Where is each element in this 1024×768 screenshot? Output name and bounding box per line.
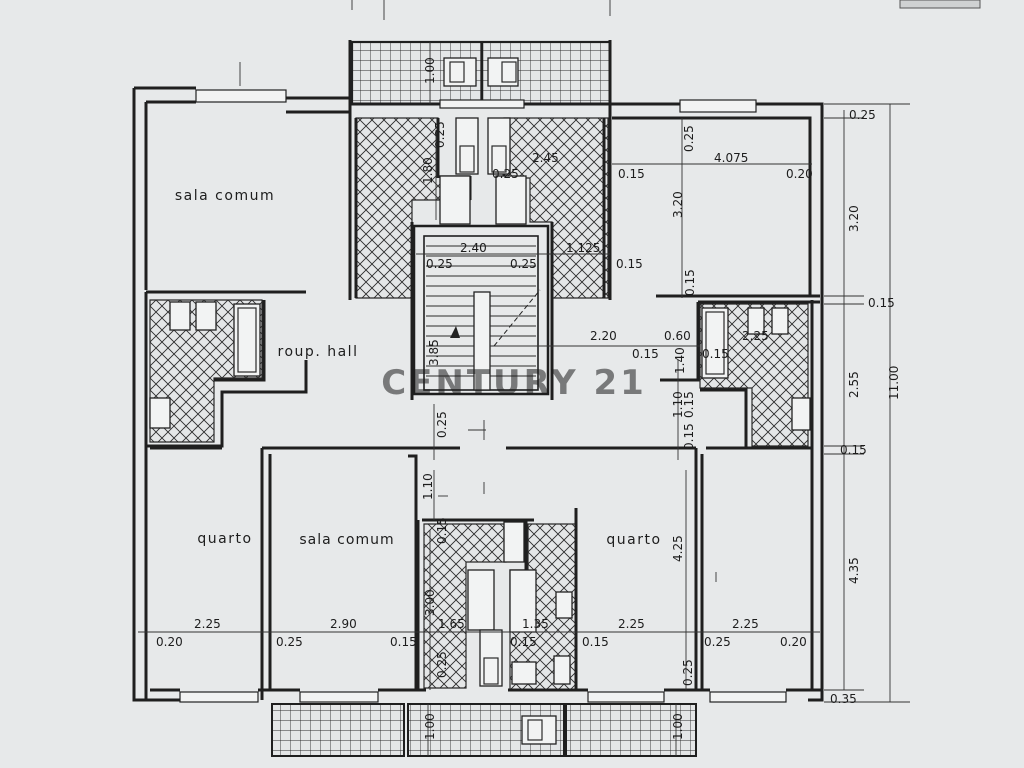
dim-label: 1.00	[671, 713, 685, 740]
dim-label: 2.20	[590, 329, 617, 343]
dim-label: 2.55	[847, 371, 861, 398]
dim-label: 2.25	[194, 617, 221, 631]
stamp-mark	[899, 0, 981, 9]
walls	[132, 40, 824, 702]
dim-label: 3.85	[427, 339, 441, 366]
dim-label: 0.15	[840, 443, 867, 457]
room-label-quarto-se: quarto	[606, 532, 661, 548]
windows	[179, 89, 787, 703]
dim-label: 2.25	[618, 617, 645, 631]
dim-label: 1.65	[438, 617, 465, 631]
dim-label: 2.90	[330, 617, 357, 631]
dim-label: 1.00	[423, 713, 437, 740]
dim-label: 0.25	[704, 635, 731, 649]
dim-label: 1.10	[421, 473, 435, 500]
dim-label: 0.20	[780, 635, 807, 649]
dim-label: 0.25	[435, 411, 449, 438]
dim-label: 3.20	[671, 191, 685, 218]
dim-label: 0.20	[156, 635, 183, 649]
dim-label: 1.00	[423, 57, 437, 84]
dim-label: 0.15	[702, 347, 729, 361]
dim-label: 0.15	[390, 635, 417, 649]
dim-label: 0.60	[664, 329, 691, 343]
dim-label: 0.25	[510, 257, 537, 271]
room-label-roup-hall: roup. hall	[278, 344, 359, 360]
room-label-sala-comum-nw: sala comum	[175, 188, 275, 204]
dim-label: 11.00	[887, 366, 901, 400]
dim-label: 4.075	[714, 151, 748, 165]
dim-label: 4.25	[671, 535, 685, 562]
dim-label: 0.25	[276, 635, 303, 649]
dim-label: 1.40	[673, 347, 687, 374]
dim-label: 2.25	[742, 329, 769, 343]
watermark-text: CENTURY 21	[381, 363, 647, 403]
dim-label: 0.25	[849, 108, 876, 122]
dim-label: 0.20	[786, 167, 813, 181]
dim-label: 0.15	[582, 635, 609, 649]
dim-label: 0.15	[683, 269, 697, 296]
dim-label: 0.25	[682, 125, 696, 152]
dim-label: 4.35	[847, 557, 861, 584]
dim-label: 2.25	[732, 617, 759, 631]
dim-label: 3.00	[423, 589, 437, 616]
dim-label: 1.80	[421, 157, 435, 184]
balcony-top	[350, 40, 612, 106]
balcony-bottom	[271, 703, 697, 757]
dim-label: 0.25	[433, 121, 447, 148]
dim-label: 0.15	[682, 423, 696, 450]
dim-label: 2.40	[460, 241, 487, 255]
dim-label: 0.25	[681, 659, 695, 686]
dim-label: 0.15	[618, 167, 645, 181]
dim-label: 2.45	[532, 151, 559, 165]
dim-label: 0.15	[632, 347, 659, 361]
room-labels: sala comum roup. hall quarto sala comum …	[175, 188, 661, 548]
dim-label: 0.15	[868, 296, 895, 310]
dim-label: 0.15	[510, 635, 537, 649]
dim-label: 0.35	[830, 692, 857, 706]
dim-label: 0.25	[435, 651, 449, 678]
dim-label: 0.15	[435, 517, 449, 544]
room-label-quarto-sw: quarto	[197, 531, 252, 547]
dim-label: 1.35	[522, 617, 549, 631]
dimension-labels: 0.25 0.25 2.45 4.075 1.80 0.25 0.25 0.15…	[156, 57, 901, 740]
dim-label: 3.20	[847, 205, 861, 232]
fixtures	[149, 117, 811, 687]
dim-label: 1.125	[566, 241, 600, 255]
dim-label: 0.25	[492, 167, 519, 181]
dim-label: 0.15	[682, 391, 696, 418]
room-label-sala-comum-s: sala comum	[299, 532, 394, 548]
dim-label: 1.10	[671, 391, 685, 418]
dim-label: 0.25	[426, 257, 453, 271]
dim-label: 0.15	[616, 257, 643, 271]
dimension-lines	[138, 0, 910, 756]
